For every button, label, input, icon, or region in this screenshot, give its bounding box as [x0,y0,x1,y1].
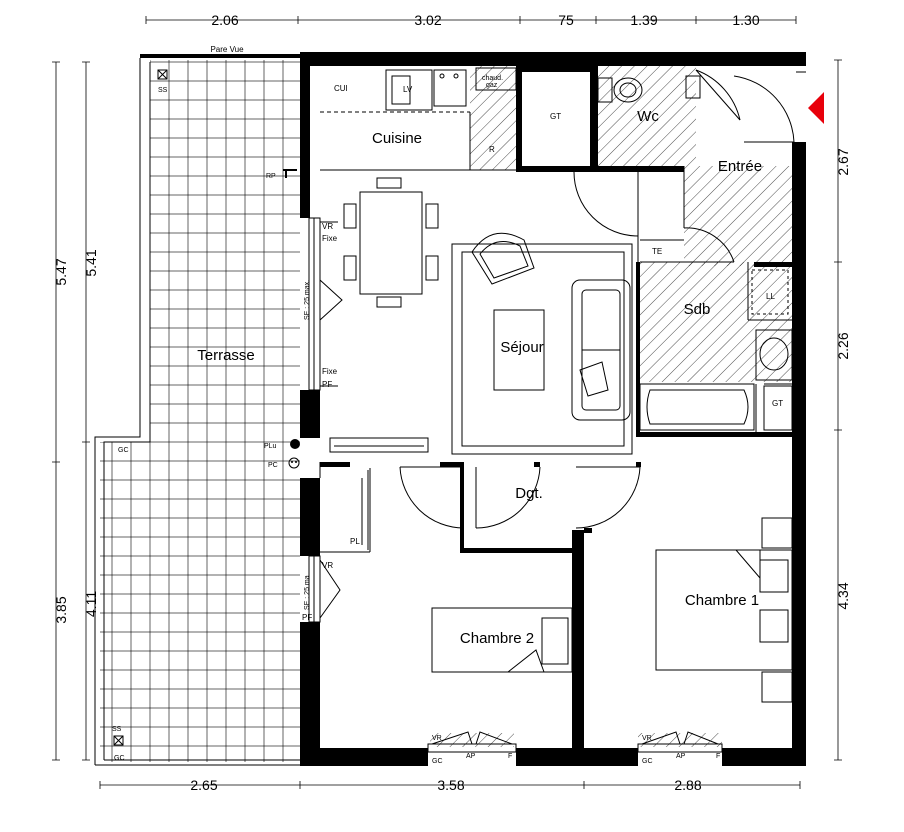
washing-machine [751,269,789,315]
socket-icon [288,457,300,469]
bathtub-icon [639,383,755,431]
doors [361,69,795,550]
dim-left-outer-1: 5.47 [53,258,69,285]
label-f-b1: F [508,753,512,760]
label-pf-1: PF [322,380,332,389]
label-lv: LV [403,85,413,94]
dim-top-3: 75 [558,12,574,28]
label-te: TE [652,247,662,256]
label-fixe-2: Fixe [322,367,338,376]
room-label-sdb: Sdb [684,301,711,318]
label-pare-vue: Pare Vue [210,45,244,54]
label-chaud: chaud. [482,75,503,82]
drain-bottom-icon [113,735,124,746]
room-label-dgt: Dgt. [515,485,543,502]
sink-icon [385,69,433,111]
label-se-1: SE : 25 max. [304,280,311,320]
label-ss-bottom: SS [112,726,122,733]
drain-top-icon [157,69,168,80]
bed-chambre-2 [431,607,573,673]
label-gc-bottom-2: GC [432,758,443,765]
dim-right-3: 4.34 [835,582,851,609]
tap-icon [283,169,297,178]
windows [308,71,806,753]
terrace [94,54,305,766]
label-cui: CUI [334,84,348,93]
coffee-table [493,309,545,391]
dimension-labels: 2.06 3.02 75 1.39 1.30 2.65 3.58 2.88 5.… [53,12,851,793]
label-gc-mid: GC [118,447,129,454]
dim-top-2: 3.02 [414,12,441,28]
room-label-chambre-2: Chambre 2 [460,630,534,647]
tv-unit [329,437,429,453]
label-rp: RP [266,173,276,180]
room-label-entree: Entrée [718,158,762,175]
label-gc-bottom-3: GC [642,758,653,765]
furniture [320,67,793,703]
dim-left-outer-2: 3.85 [53,596,69,623]
label-fixe-1: Fixe [322,234,338,243]
dim-bottom-2: 3.58 [437,777,464,793]
dim-left-inner-2: 4.11 [83,591,99,617]
label-pl: PL [350,537,360,546]
label-gc-bottom: GC [114,755,125,762]
light-point-icon [290,439,300,449]
dim-top-5: 1.30 [732,12,759,28]
label-ap-b2: AP [676,753,686,760]
sofa [571,279,631,421]
cooktop-icon [433,69,467,107]
dim-right-2: 2.26 [835,332,851,359]
label-vr-b1: VR [432,735,442,742]
label-r: R [489,145,495,154]
label-ss-top: SS [158,87,168,94]
room-label-sejour: Séjour [500,339,543,356]
label-plu: PLu [264,443,277,450]
label-vr-b2: VR [642,735,652,742]
label-pf-2: PF [302,613,312,622]
label-gaz: gaz [486,82,498,89]
hatched-areas [430,66,794,747]
room-label-chambre-1: Chambre 1 [685,592,759,609]
label-gt-top: GT [550,112,561,121]
label-f-b2: F [716,753,720,760]
dimension-lines [52,16,842,789]
armchair [471,232,535,285]
entry-arrow-icon [808,92,824,124]
dim-bottom-3: 2.88 [674,777,701,793]
label-ll: LL [766,292,775,301]
dim-left-inner-1: 5.41 [83,249,99,276]
dining-table [359,191,423,295]
label-ap-b1: AP [466,753,476,760]
room-label-wc: Wc [637,108,659,125]
partitions [319,166,792,553]
dim-bottom-1: 2.65 [190,777,217,793]
room-labels: Cuisine Séjour Terrasse Wc Entrée Sdb Dg… [197,108,762,647]
label-pc: PC [268,462,278,469]
label-vr-2: VR [322,561,333,570]
rug [451,243,633,455]
washbasin-icon [759,337,789,371]
room-label-terrasse: Terrasse [197,347,255,364]
dim-right-1: 2.67 [835,148,851,175]
dim-top-4: 1.39 [630,12,657,28]
label-se-2: SE : 25 ma [304,575,311,610]
walls [300,52,806,766]
fixture-labels: Pare Vue SS SS RP GC GC GC GC PLu PC CUI… [112,45,783,765]
dim-top-1: 2.06 [211,12,238,28]
room-label-cuisine: Cuisine [372,130,422,147]
toilet-icon [613,77,643,103]
label-gt-sdb: GT [772,399,783,408]
bed-chambre-1 [655,549,793,671]
label-vr-fixe: VR [322,222,333,231]
